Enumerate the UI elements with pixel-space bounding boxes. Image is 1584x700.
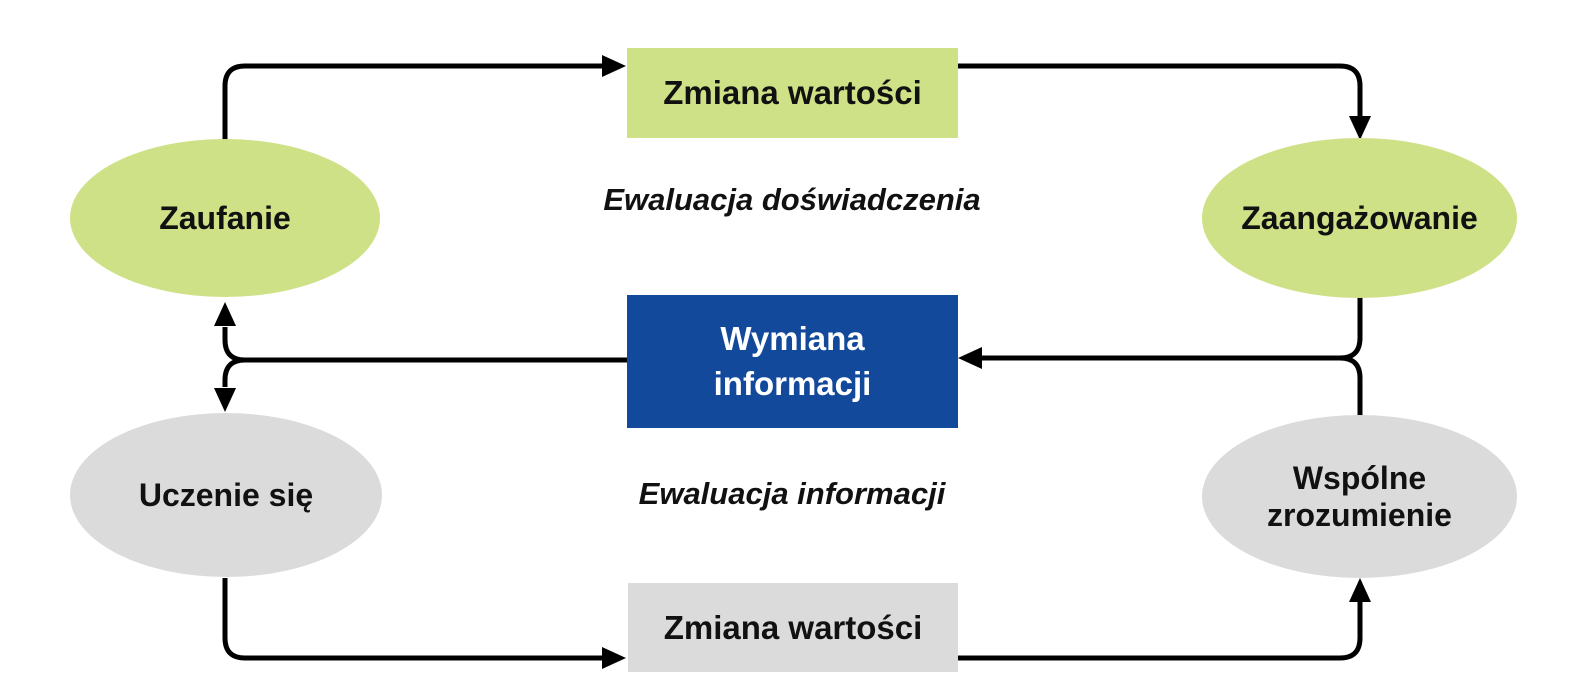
node-engagement: Zaangażowanie [1202, 138, 1517, 298]
arrowhead-into-value-change-top [602, 55, 626, 77]
node-learning-label: Uczenie się [138, 476, 314, 513]
node-information-exchange: Wymiana informacji [627, 295, 958, 428]
arrow-value-change-bottom-to-shared-understanding [958, 601, 1363, 661]
arrow-learning-to-value-change-bottom [222, 578, 606, 661]
node-shared-understanding-label: Wspólne zrozumienie [1267, 459, 1452, 533]
node-learning: Uczenie się [70, 413, 382, 577]
node-engagement-label: Zaangażowanie [1241, 199, 1478, 236]
arrow-information-exchange-to-learning [222, 357, 246, 387]
node-value-change-bottom: Zmiana wartości [628, 583, 958, 672]
annotation-experience-evaluation: Ewaluacja doświadczenia [603, 182, 981, 217]
annotation-information-evaluation: Ewaluacja informacji [638, 476, 946, 511]
node-value-change-top-label: Zmiana wartości [663, 74, 922, 111]
arrow-trust-to-value-change-top [222, 63, 606, 140]
arrow-information-exchange-to-trust [222, 327, 627, 363]
node-trust: Zaufanie [70, 139, 380, 297]
arrow-engagement-to-information-exchange [980, 296, 1363, 361]
arrowhead-into-information-exchange [958, 347, 982, 369]
arrow-value-change-top-to-engagement [958, 63, 1363, 118]
node-value-change-top: Zmiana wartości [627, 48, 958, 138]
arrow-shared-understanding-to-information-exchange [1339, 355, 1363, 416]
arrowhead-into-engagement [1349, 116, 1371, 140]
node-information-exchange-label: Wymiana informacji [713, 319, 872, 402]
node-shared-understanding: Wspólne zrozumienie [1202, 415, 1517, 578]
node-trust-label: Zaufanie [159, 199, 291, 236]
arrowhead-into-trust [214, 302, 236, 326]
arrowhead-into-shared-understanding [1349, 578, 1371, 602]
arrowhead-into-value-change-bottom [602, 647, 626, 669]
arrowhead-into-learning [214, 388, 236, 412]
node-value-change-bottom-label: Zmiana wartości [663, 608, 923, 646]
